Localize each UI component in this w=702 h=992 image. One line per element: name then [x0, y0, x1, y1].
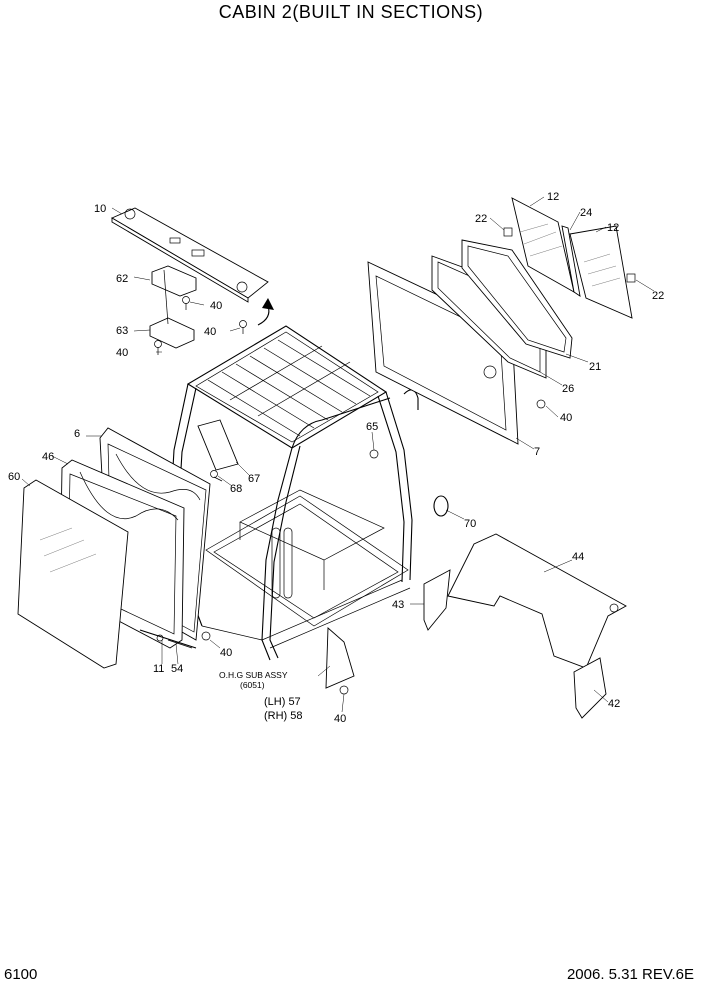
- label-70: 70: [464, 518, 476, 530]
- label-40: 40: [560, 412, 572, 424]
- subassembly-ref: (6051): [240, 680, 265, 690]
- label-60: 60: [8, 471, 20, 483]
- label-65: 65: [366, 421, 378, 433]
- label-44: 44: [572, 551, 584, 563]
- label-62: 62: [116, 273, 128, 285]
- cabin-frame: [169, 325, 419, 661]
- label-46: 46: [42, 451, 54, 463]
- rear-window-assembly: [367, 197, 636, 445]
- page-number: 6100: [4, 966, 38, 983]
- rear-cover-assembly: [423, 533, 627, 719]
- label-6: 6: [74, 428, 80, 440]
- side-cover-part: [325, 627, 355, 689]
- label-40: 40: [210, 300, 222, 312]
- cover-plate-part: [197, 419, 239, 471]
- subassembly-label: O.H.G SUB ASSY: [219, 670, 288, 680]
- drawing-title: CABIN 2(BUILT IN SECTIONS): [218, 2, 484, 22]
- label-40: 40: [116, 347, 128, 359]
- date-revision: 2006. 5.31 REV.6E: [566, 966, 694, 983]
- label-42: 42: [608, 698, 620, 710]
- label-7: 7: [534, 446, 540, 458]
- label-22: 22: [475, 213, 487, 225]
- leader-lines: [21, 196, 655, 713]
- label-40: 40: [204, 326, 216, 338]
- label-24: 24: [580, 207, 592, 219]
- label-10: 10: [94, 203, 106, 215]
- label-21: 21: [589, 361, 601, 373]
- label-63: 63: [116, 325, 128, 337]
- label-rh-58: (RH) 58: [264, 710, 303, 722]
- label-lh-57: (LH) 57: [264, 696, 301, 708]
- part-number-labels: 10 62 63 40 40 40 12 22 24 12 22 21 26 4…: [8, 191, 664, 725]
- label-67: 67: [248, 473, 260, 485]
- bracket-parts: [149, 265, 247, 355]
- grommet-part: [369, 449, 379, 459]
- label-54: 54: [171, 663, 183, 675]
- label-43: 43: [392, 599, 404, 611]
- label-40: 40: [334, 713, 346, 725]
- label-11: 11: [153, 663, 164, 675]
- label-22: 22: [652, 290, 664, 302]
- label-26: 26: [562, 383, 574, 395]
- label-40: 40: [220, 647, 232, 659]
- label-12: 12: [607, 222, 619, 234]
- label-12: 12: [547, 191, 559, 203]
- label-68: 68: [230, 483, 242, 495]
- roof-plate-part: [111, 207, 269, 303]
- door-assembly: [17, 427, 211, 669]
- seal-ring-part: [433, 495, 449, 517]
- bolt-68-part: [210, 470, 223, 482]
